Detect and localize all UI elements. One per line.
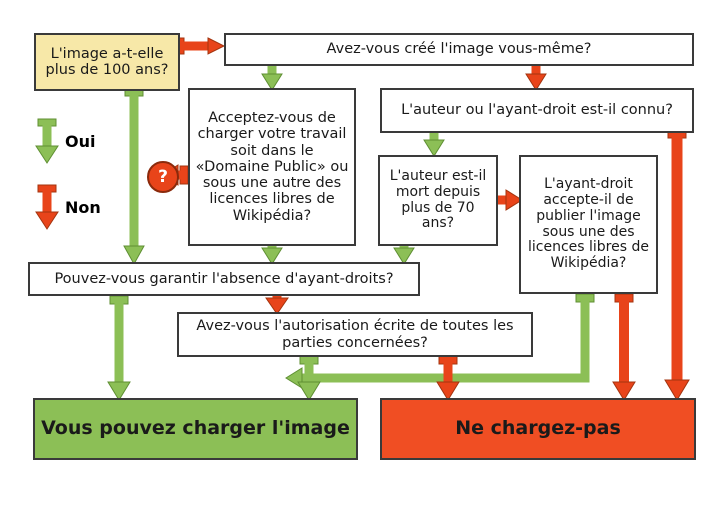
legend-no-arrow-icon xyxy=(35,184,59,230)
node-holder-accepts[interactable]: L'ayant-droit accepte-il de publier l'im… xyxy=(519,155,658,294)
node-result-can-upload-label: Vous pouvez charger l'image xyxy=(41,417,350,440)
legend-yes-label: Oui xyxy=(65,131,96,151)
edge-authordead-no xyxy=(498,189,523,211)
edge-start-no xyxy=(175,37,226,55)
node-start[interactable]: L'image a-t-elle plus de 100 ans? xyxy=(34,33,180,91)
node-author-known[interactable]: L'auteur ou l'ayant-droit est-il connu? xyxy=(380,88,694,133)
edge-authorknown-yes xyxy=(423,133,445,157)
node-author-known-label: L'auteur ou l'ayant-droit est-il connu? xyxy=(401,102,673,119)
edge-start-yes xyxy=(123,87,145,266)
node-result-do-not-upload-label: Ne chargez-pas xyxy=(455,417,621,440)
edge-holder-no xyxy=(612,293,636,401)
node-result-can-upload[interactable]: Vous pouvez charger l'image xyxy=(33,398,358,460)
legend-no-label: Non xyxy=(65,197,101,217)
node-accept-upload[interactable]: Acceptez-vous de charger votre travail s… xyxy=(188,88,356,246)
node-result-do-not-upload[interactable]: Ne chargez-pas xyxy=(380,398,696,460)
edge-created-no xyxy=(525,66,547,91)
legend-yes: Oui xyxy=(34,118,95,164)
edge-accept-yes xyxy=(261,246,283,265)
edge-holder-yes xyxy=(285,293,595,389)
node-written-authorization[interactable]: Avez-vous l'autorisation écrite de toute… xyxy=(177,312,533,357)
legend-no: Non xyxy=(34,184,101,230)
node-created-yourself[interactable]: Avez-vous créé l'image vous-même? xyxy=(224,33,694,66)
legend-yes-arrow-icon xyxy=(35,118,59,164)
node-guarantee-no-holders-label: Pouvez-vous garantir l'absence d'ayant-d… xyxy=(54,270,394,287)
node-guarantee-no-holders[interactable]: Pouvez-vous garantir l'absence d'ayant-d… xyxy=(28,262,420,296)
node-holder-accepts-label: L'ayant-droit accepte-il de publier l'im… xyxy=(528,176,649,271)
edge-created-yes xyxy=(261,66,283,91)
question-mark-glyph: ? xyxy=(158,167,168,187)
node-accept-upload-label: Acceptez-vous de charger votre travail s… xyxy=(195,110,349,224)
question-mark-icon: ? xyxy=(147,161,179,193)
node-written-authorization-label: Avez-vous l'autorisation écrite de toute… xyxy=(196,318,514,351)
node-author-dead-70-label: L'auteur est-il mort depuis plus de 70 a… xyxy=(389,168,487,232)
edge-guarantee-yes xyxy=(107,295,131,401)
edge-authorknown-no xyxy=(664,129,690,401)
node-created-yourself-label: Avez-vous créé l'image vous-même? xyxy=(326,41,592,58)
node-author-dead-70[interactable]: L'auteur est-il mort depuis plus de 70 a… xyxy=(378,155,498,246)
node-start-label: L'image a-t-elle plus de 100 ans? xyxy=(45,45,169,78)
edge-guarantee-no xyxy=(265,296,289,315)
edge-authordead-yes xyxy=(393,246,415,265)
edge-written-yes xyxy=(297,355,321,401)
